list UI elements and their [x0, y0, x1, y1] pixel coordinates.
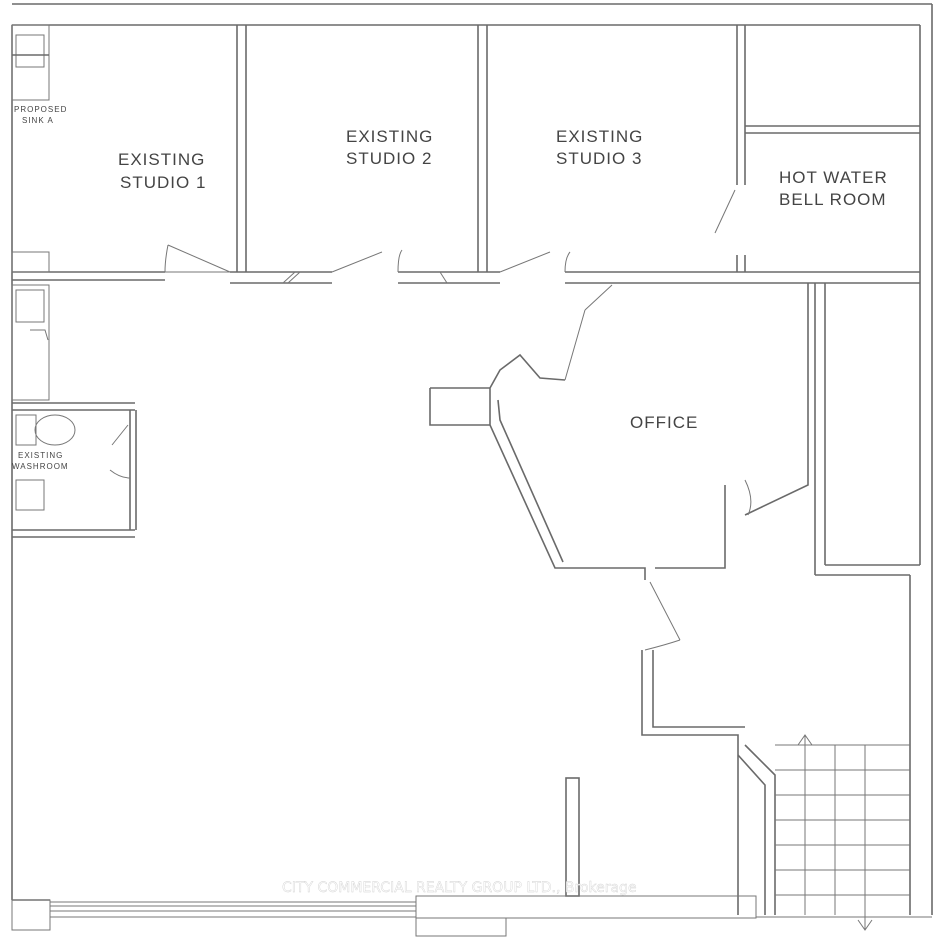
studio-2-label: STUDIO 2	[346, 149, 432, 168]
office-label: OFFICE	[630, 413, 698, 432]
sink-label: PROPOSED	[14, 105, 67, 114]
bell-room-label: BELL ROOM	[779, 190, 887, 209]
washroom-label: WASHROOM	[12, 462, 69, 471]
hot-water-label: HOT WATER	[779, 168, 888, 187]
studio-3-label: EXISTING	[556, 127, 643, 146]
walls	[11, 3, 933, 937]
studio-3-label: STUDIO 3	[556, 149, 642, 168]
sink-label: SINK A	[22, 116, 54, 125]
studio-1-label: EXISTING	[118, 150, 205, 169]
washroom-label: EXISTING	[18, 451, 63, 460]
studio-2-label: EXISTING	[346, 127, 433, 146]
studio-1-label: STUDIO 1	[120, 173, 206, 192]
room-labels: PROPOSED SINK A EXISTING STUDIO 1 EXISTI…	[12, 105, 888, 471]
watermark: CITY COMMERCIAL REALTY GROUP LTD., Broke…	[282, 880, 637, 896]
